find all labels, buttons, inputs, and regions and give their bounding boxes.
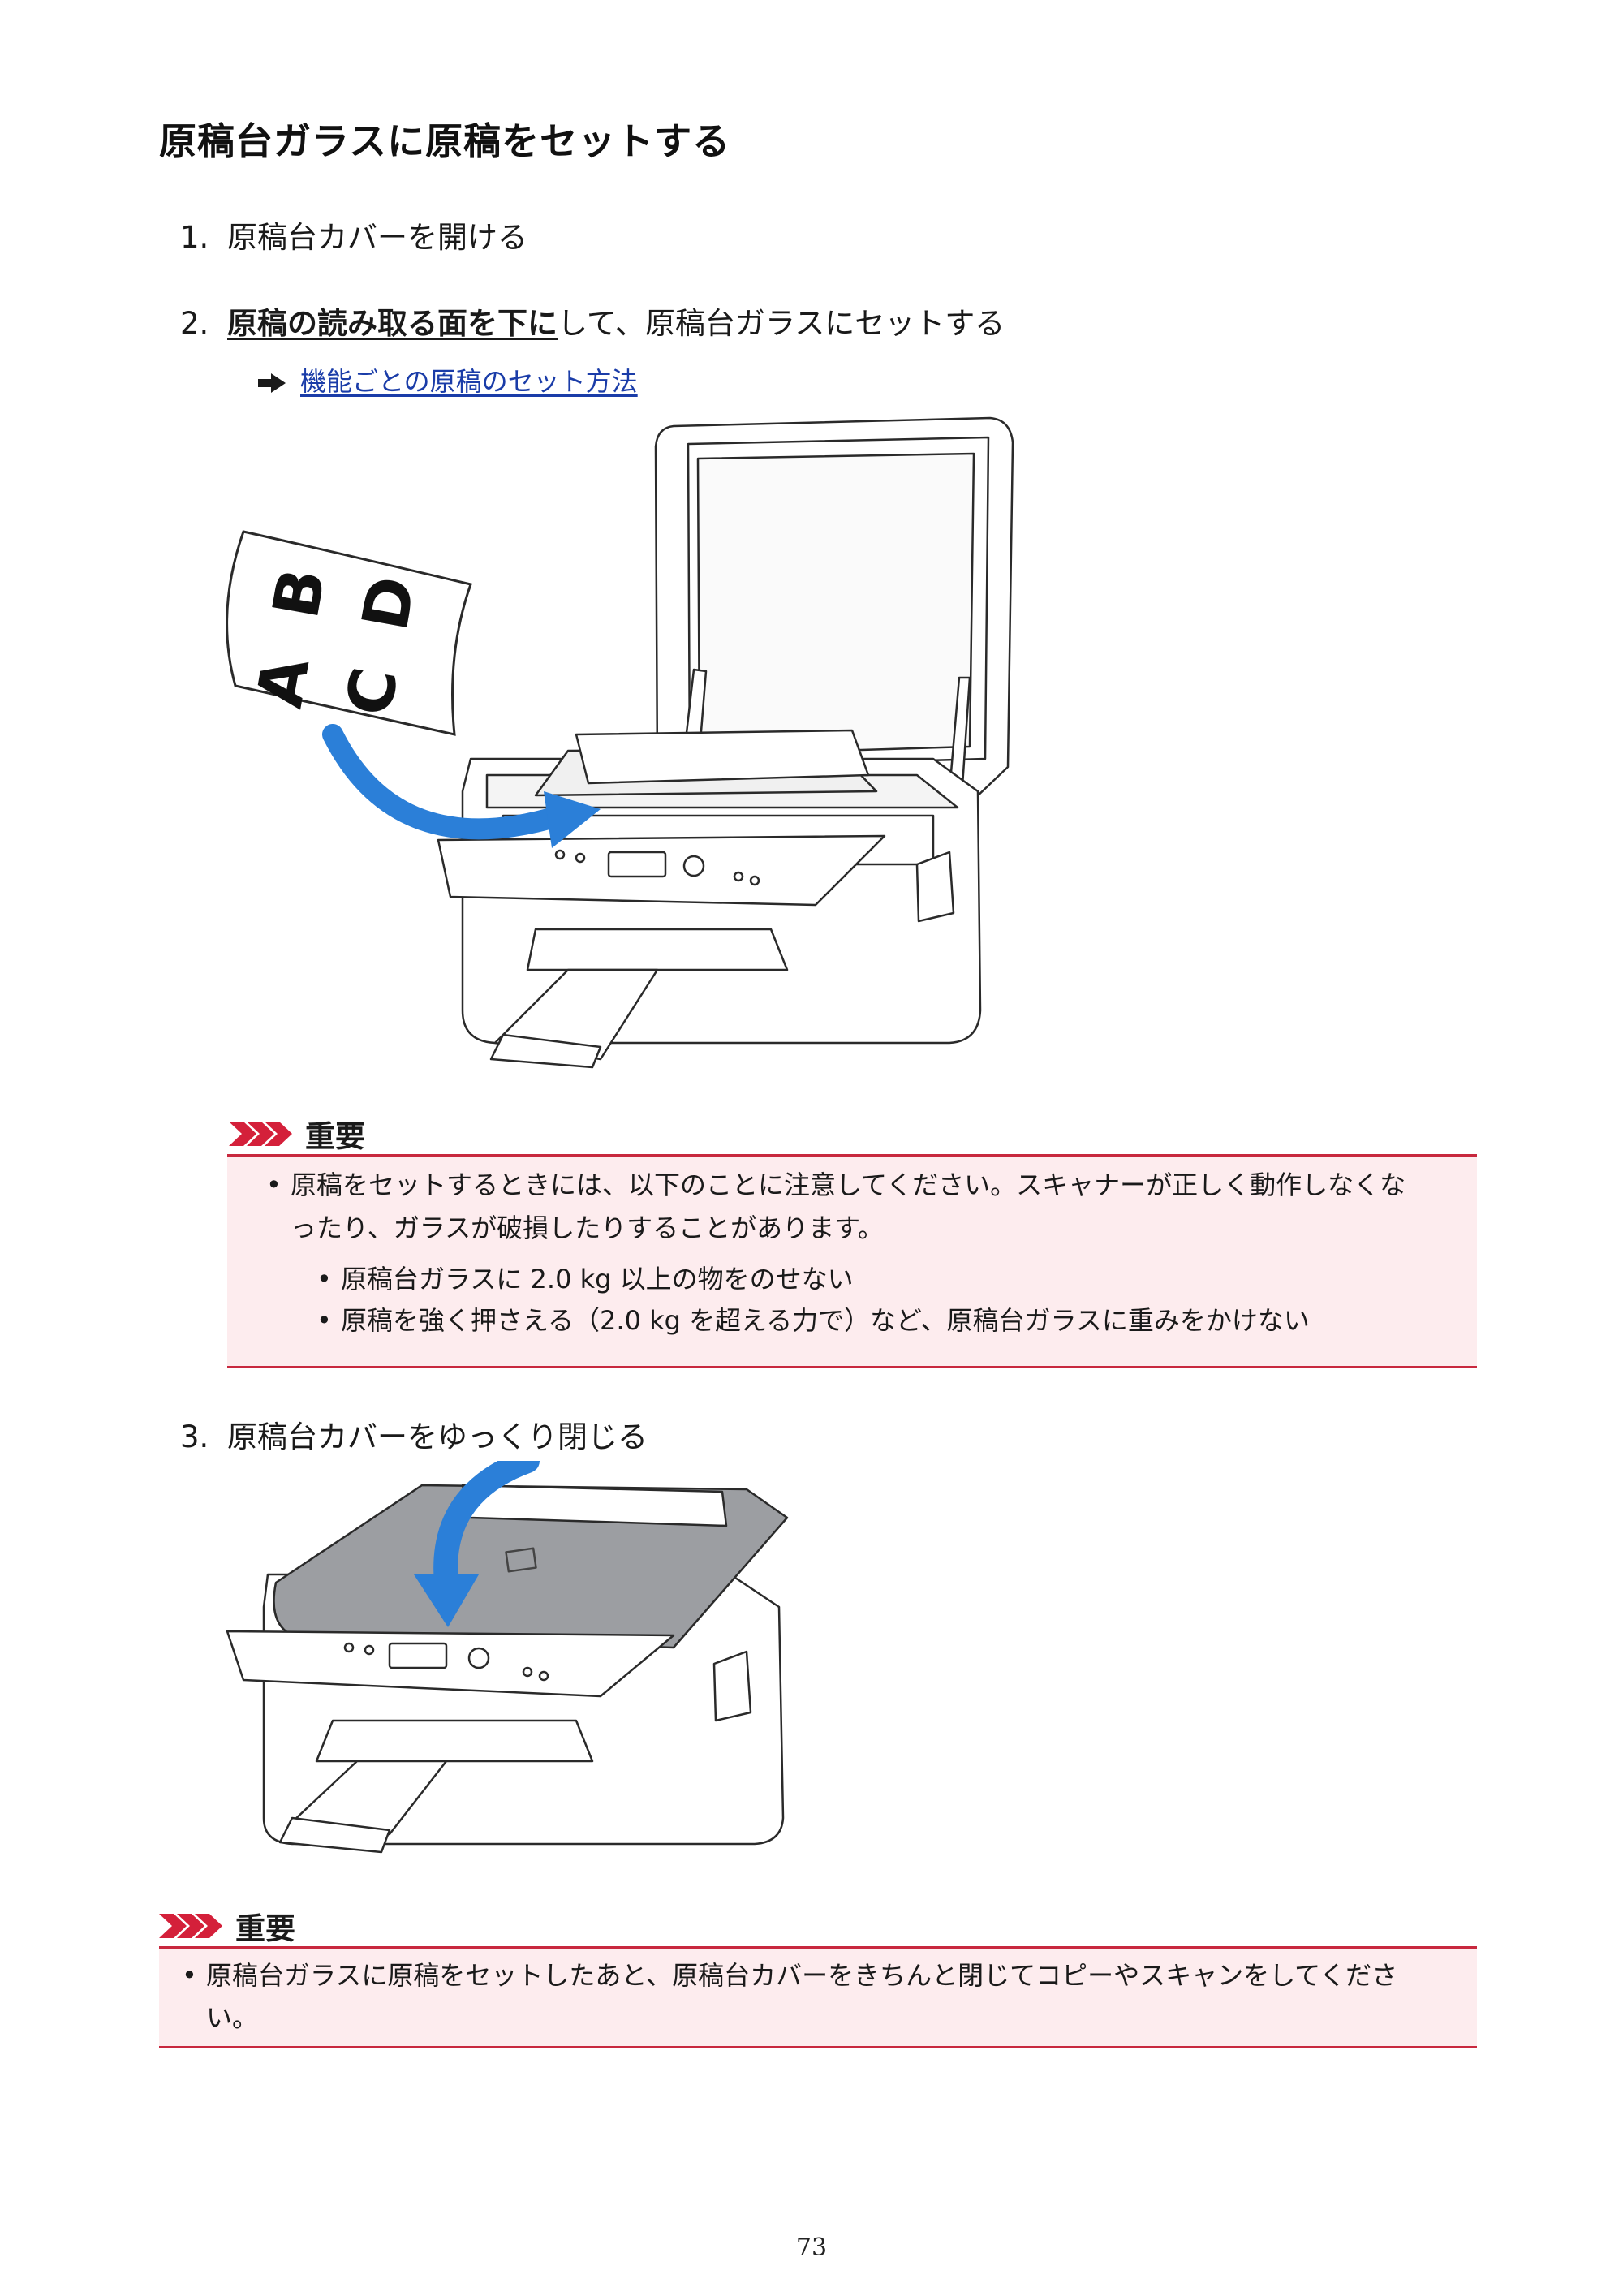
note-bullet: • 原稿をセットするときには、以下のことに注意してください。スキャナーが正しく動作… (266, 1164, 1406, 1207)
note-bullet-continuation: い。 (206, 2002, 259, 2033)
important-note-2 (159, 1946, 1477, 2048)
note-text: 原稿を強く押さえる（2.0 kg を超える力で）など、原稿台ガラスに重みをかけな… (341, 1305, 1310, 1336)
step-1: 1. 原稿台カバーを開ける (180, 213, 527, 256)
important-label: 重要 (235, 1911, 295, 1946)
step-number: 3. (180, 1419, 209, 1454)
step-2: 2. 原稿の読み取る面を下にして、原稿台ガラスにセットする (180, 299, 1005, 342)
reference-link-row: 機能ごとの原稿のセット方法 (258, 361, 638, 398)
bullet-icon: • (182, 1960, 197, 1991)
note-sub-bullet: • 原稿台ガラスに 2.0 kg 以上の物をのせない (316, 1258, 854, 1301)
note-text: 原稿台ガラスに原稿をセットしたあと、原稿台カバーをきちんと閉じてコピーやスキャン… (206, 1960, 1398, 1991)
note-sub-bullet: • 原稿を強く押さえる（2.0 kg を超える力で）など、原稿台ガラスに重みをかけ… (316, 1299, 1310, 1342)
chevron-important-icon (229, 1122, 292, 1146)
bullet-icon: • (266, 1170, 282, 1200)
important-label: 重要 (305, 1119, 365, 1154)
step-text: 原稿台カバーを開ける (227, 220, 527, 255)
close-cover-illustration (226, 1461, 789, 1854)
doc-letter-d: D (349, 571, 430, 635)
page-title: 原稿台ガラスに原稿をセットする (159, 119, 731, 163)
step-number: 1. (180, 220, 209, 255)
important-heading-1: 重要 (229, 1112, 365, 1156)
important-note-1 (227, 1154, 1477, 1368)
placement-method-link[interactable]: 機能ごとの原稿のセット方法 (300, 366, 638, 397)
bullet-icon: • (316, 1305, 332, 1336)
chevron-important-icon (159, 1914, 222, 1938)
important-heading-2: 重要 (159, 1904, 295, 1948)
open-cover-illustration: A B C D (226, 416, 1014, 1069)
step-number: 2. (180, 306, 209, 341)
bullet-icon: • (316, 1264, 332, 1294)
arrow-right-icon (258, 373, 286, 393)
note-text: 原稿台ガラスに 2.0 kg 以上の物をのせない (341, 1264, 854, 1294)
note-text: 原稿をセットするときには、以下のことに注意してください。スキャナーが正しく動作し… (291, 1170, 1406, 1200)
note-bullet: • 原稿台ガラスに原稿をセットしたあと、原稿台カバーをきちんと閉じてコピーやスキャ… (182, 1954, 1397, 1997)
note-bullet-continuation: ったり、ガラスが破損したりすることがあります。 (291, 1213, 884, 1243)
step-emphasis: 原稿の読み取る面を下に (227, 306, 558, 341)
step-text: して、原稿台ガラスにセットする (558, 306, 1005, 341)
page-number: 73 (795, 2234, 828, 2262)
step-3: 3. 原稿台カバーをゆっくり閉じる (180, 1412, 648, 1456)
step-text: 原稿台カバーをゆっくり閉じる (227, 1419, 648, 1454)
